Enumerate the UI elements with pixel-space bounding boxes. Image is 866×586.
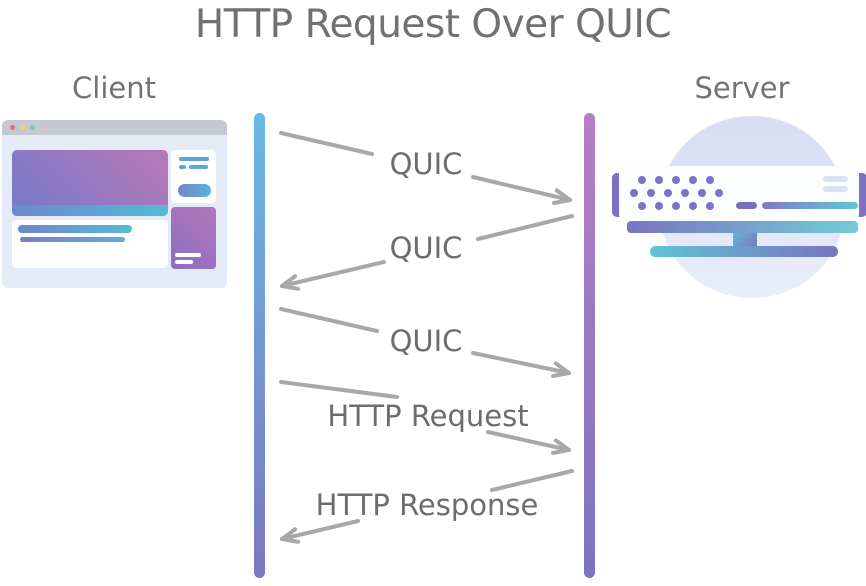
server-dots-row: [630, 189, 723, 197]
text-line: [20, 237, 125, 242]
server-dots-row: [638, 202, 714, 210]
message-label: QUIC: [389, 324, 463, 358]
browser-purple-card: [171, 207, 216, 269]
browser-hero-strip: [12, 205, 168, 216]
text-line: [179, 157, 209, 161]
message-arrow-1: [279, 131, 572, 205]
server-base-bar: [650, 246, 838, 257]
message-arrow-3: [279, 307, 571, 378]
browser-button: [178, 184, 211, 197]
server-dots-row: [638, 176, 714, 184]
message-label: HTTP Response: [315, 488, 539, 522]
window-close-dot: [10, 125, 15, 130]
text-line: [18, 225, 132, 233]
message-label: QUIC: [389, 147, 463, 181]
text-line: [189, 165, 208, 169]
server-status-line: [762, 202, 858, 209]
server-vent-line: [823, 186, 848, 192]
message-label: HTTP Request: [327, 399, 529, 433]
server-vent-line: [823, 176, 848, 182]
browser-window-icon: [2, 120, 227, 288]
window-minimize-dot: [20, 125, 25, 130]
browser-hero-block: [12, 150, 168, 216]
message-arrow-5: [280, 469, 574, 544]
message-label: QUIC: [389, 231, 463, 265]
text-line: [175, 260, 193, 264]
browser-titlebar: [2, 120, 227, 135]
browser-content-card: [12, 220, 168, 268]
text-line: [179, 165, 186, 169]
server-icon: [619, 166, 859, 222]
server-status-dash: [736, 202, 757, 209]
window-maximize-dot: [30, 125, 35, 130]
server-label: Server: [694, 71, 790, 105]
server-bottom-strip: [627, 221, 858, 233]
client-label: Client: [72, 71, 156, 105]
text-line: [175, 253, 201, 257]
server-stand: [733, 228, 757, 248]
client-lifeline: [254, 113, 265, 578]
server-lifeline: [584, 113, 595, 578]
message-arrow-4: [279, 380, 571, 455]
diagram-title: HTTP Request Over QUIC: [194, 2, 672, 47]
browser-sidebar-card: [171, 150, 216, 203]
message-arrow-2: [280, 214, 574, 291]
